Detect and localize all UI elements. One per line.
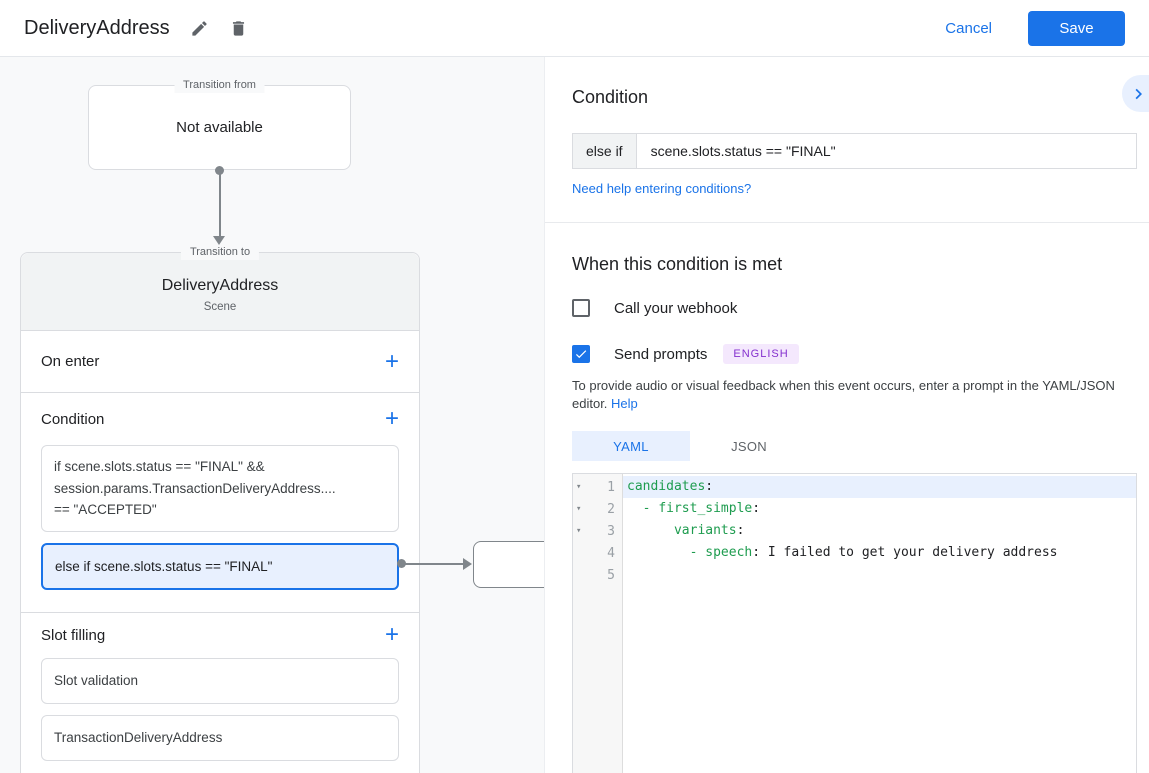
scene-flow-diagram: Transition from Not available Transition…	[0, 57, 545, 773]
gutter-row: ▾ 3	[573, 520, 622, 542]
fold-arrow-icon[interactable]: ▾	[576, 482, 582, 492]
pencil-icon	[191, 20, 207, 36]
condition-detail-panel: Condition else if Need help entering con…	[545, 57, 1149, 773]
gutter-row: 4	[573, 542, 622, 564]
prompt-description: To provide audio or visual feedback when…	[572, 377, 1137, 412]
scene-node-header[interactable]: DeliveryAddress Scene	[21, 253, 419, 331]
add-on-enter-button[interactable]: +	[384, 347, 399, 375]
line-number: 5	[607, 567, 615, 583]
code-line[interactable]: candidates:	[623, 476, 1136, 498]
scene-node: Transition to DeliveryAddress Scene On e…	[20, 245, 420, 773]
arrow-right-icon	[463, 557, 472, 570]
top-bar: DeliveryAddress Cancel Save	[0, 0, 1149, 57]
condition-section: Condition + if scene.slots.status == "FI…	[21, 393, 419, 613]
transition-target-node[interactable]	[473, 541, 544, 588]
when-met-title: When this condition is met	[572, 254, 783, 274]
gutter-row: 5	[573, 564, 622, 586]
code-line[interactable]: variants:	[673, 523, 745, 538]
transition-from-value: Not available	[176, 119, 263, 136]
code-line[interactable]: - first_simple:	[642, 501, 761, 516]
fold-arrow-icon[interactable]: ▾	[576, 526, 582, 536]
condition-section-title: Condition	[41, 410, 105, 428]
panel-title: Condition	[572, 87, 649, 107]
page-title: DeliveryAddress	[24, 16, 170, 39]
section-divider	[545, 222, 1149, 223]
condition-item-if[interactable]: if scene.slots.status == "FINAL" && sess…	[41, 445, 399, 532]
scene-name: DeliveryAddress	[161, 276, 279, 294]
add-condition-button[interactable]: +	[384, 405, 399, 432]
send-prompts-checkbox[interactable]	[572, 345, 590, 363]
send-prompts-row: Send prompts ENGLISH	[572, 344, 1137, 364]
edit-scene-name-button[interactable]	[188, 17, 211, 40]
gutter-row: ▾ 1	[573, 476, 622, 498]
condition-line: == "ACCEPTED"	[54, 502, 157, 517]
webhook-row: Call your webhook	[572, 299, 1137, 317]
transition-from-node: Transition from Not available	[88, 78, 351, 170]
condition-operator: else if	[572, 133, 637, 169]
condition-line: session.params.TransactionDeliveryAddres…	[54, 480, 336, 496]
connector-line	[218, 170, 221, 236]
description-text: To provide audio or visual feedback when…	[572, 378, 1115, 411]
slot-item-transaction-delivery-address[interactable]: TransactionDeliveryAddress	[41, 714, 399, 761]
fold-arrow-icon[interactable]: ▾	[576, 504, 582, 514]
slot-filling-section: Slot filling + Slot validation Transacti…	[21, 613, 419, 761]
transition-from-label: Transition from	[174, 78, 265, 93]
code-line[interactable]	[623, 564, 1136, 586]
line-number: 2	[607, 501, 615, 517]
editor-code-area[interactable]: candidates: - first_simple: variants: - …	[623, 474, 1136, 773]
send-prompts-label: Send prompts	[614, 345, 708, 363]
scene-type-label: Scene	[203, 300, 237, 313]
chevron-right-icon	[1135, 88, 1142, 99]
slot-validation-item[interactable]: Slot validation	[41, 657, 399, 704]
condition-item-else-if[interactable]: else if scene.slots.status == "FINAL"	[41, 542, 399, 590]
tab-json[interactable]: JSON	[731, 438, 767, 454]
condition-expression-input[interactable]	[636, 133, 1137, 169]
on-enter-title: On enter	[41, 353, 100, 370]
connector-dot	[397, 559, 406, 568]
line-number: 4	[607, 545, 615, 561]
connector-line	[404, 562, 463, 565]
line-number: 1	[607, 479, 615, 495]
arrow-down-icon	[213, 236, 225, 245]
cancel-button[interactable]: Cancel	[945, 19, 992, 37]
slot-filling-title: Slot filling	[41, 626, 106, 644]
condition-expression-row: else if	[572, 133, 1137, 169]
add-slot-button[interactable]: +	[384, 621, 399, 648]
webhook-label: Call your webhook	[614, 299, 738, 317]
code-line[interactable]: - speech: I failed to get your delivery …	[689, 545, 1058, 560]
line-number: 3	[607, 523, 615, 539]
condition-line: if scene.slots.status == "FINAL" &&	[54, 459, 265, 474]
transition-to-label: Transition to	[180, 245, 260, 260]
editor-tabs: YAML JSON	[572, 431, 1137, 461]
save-button[interactable]: Save	[1028, 10, 1125, 46]
condition-line: else if scene.slots.status == "FINAL"	[55, 558, 273, 574]
tab-yaml[interactable]: YAML	[572, 431, 690, 461]
gutter-row: ▾ 2	[573, 498, 622, 520]
trash-icon	[232, 20, 244, 36]
collapse-panel-button[interactable]	[1122, 75, 1149, 112]
conditions-help-link[interactable]: Need help entering conditions?	[572, 181, 752, 196]
help-link[interactable]: Help	[611, 395, 638, 411]
webhook-checkbox[interactable]	[572, 299, 590, 317]
delete-scene-button[interactable]	[227, 17, 250, 40]
language-badge: ENGLISH	[723, 344, 799, 364]
on-enter-section: On enter +	[21, 331, 419, 393]
editor-gutter: ▾ 1 ▾ 2 ▾ 3 4	[573, 474, 623, 773]
yaml-editor[interactable]: ▾ 1 ▾ 2 ▾ 3 4	[572, 473, 1137, 773]
check-icon	[575, 350, 587, 359]
